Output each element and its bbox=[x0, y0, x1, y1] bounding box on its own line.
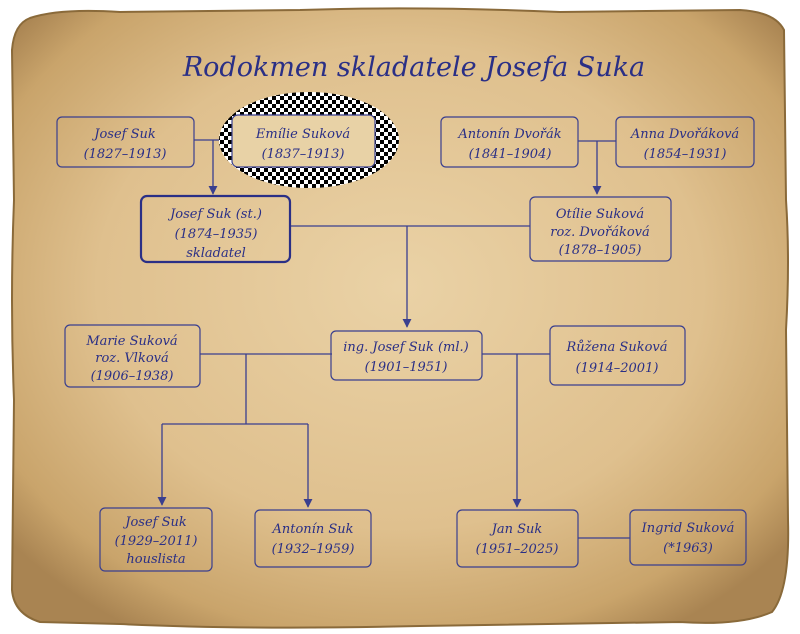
connector-lines bbox=[157, 139, 630, 539]
person-antonin-suk: Antonín Suk (1932–1959) bbox=[254, 509, 372, 568]
person-maiden-name: roz. Dvořáková bbox=[550, 225, 650, 240]
person-note: skladatel bbox=[186, 246, 246, 261]
person-note: houslista bbox=[126, 552, 185, 567]
person-name: Josef Suk bbox=[122, 515, 187, 530]
person-antonin-dvorak: Antonín Dvořák (1841–1904) bbox=[440, 116, 579, 168]
person-ingrid-sukova: Ingrid Suková (*1963) bbox=[629, 509, 747, 566]
person-josef-suk-1827: Josef Suk (1827–1913) bbox=[56, 116, 195, 168]
person-dates: (1827–1913) bbox=[84, 147, 167, 162]
person-emilie-sukova: Emílie Suková (1837–1913) bbox=[219, 92, 399, 188]
person-name: Antonín Dvořák bbox=[457, 127, 561, 142]
person-dates: (1951–2025) bbox=[476, 542, 559, 557]
person-otilie-sukova: Otílie Suková roz. Dvořáková (1878–1905) bbox=[529, 196, 672, 262]
person-anna-dvorakova: Anna Dvořáková (1854–1931) bbox=[615, 116, 755, 168]
person-maiden-name: roz. Vlková bbox=[95, 351, 169, 366]
person-name: Josef Suk bbox=[91, 127, 156, 142]
person-dates: (1914–2001) bbox=[576, 361, 659, 376]
person-name: Antonín Suk bbox=[271, 522, 353, 537]
person-dates: (1929–2011) bbox=[115, 534, 198, 549]
person-ruzena-sukova: Růžena Suková (1914–2001) bbox=[549, 325, 686, 386]
person-name: Růžena Suková bbox=[565, 339, 667, 355]
person-dates: (1874–1935) bbox=[175, 227, 258, 242]
diagram-title: Rodokmen skladatele Josefa Suka bbox=[182, 52, 645, 83]
person-name: Jan Suk bbox=[489, 522, 543, 537]
person-name: Ingrid Suková bbox=[641, 521, 735, 536]
person-name: Marie Suková bbox=[85, 334, 178, 349]
paper-background bbox=[10, 7, 790, 629]
person-dates: (1932–1959) bbox=[272, 542, 355, 557]
person-josef-suk-1929: Josef Suk (1929–2011) houslista bbox=[99, 507, 213, 572]
person-marie-sukova: Marie Suková roz. Vlková (1906–1938) bbox=[64, 324, 201, 388]
person-name: Emílie Suková bbox=[255, 127, 350, 142]
person-josef-suk-st: Josef Suk (st.) (1874–1935) skladatel bbox=[139, 194, 292, 264]
person-name: Josef Suk (st.) bbox=[167, 207, 262, 222]
person-dates: (1841–1904) bbox=[469, 147, 552, 162]
person-dates: (1906–1938) bbox=[91, 369, 174, 384]
person-dates: (1901–1951) bbox=[365, 360, 448, 375]
person-dates: (1837–1913) bbox=[262, 147, 345, 162]
person-dates: (1854–1931) bbox=[644, 147, 727, 162]
person-dates: (*1963) bbox=[663, 541, 713, 556]
person-name: Otílie Suková bbox=[556, 207, 645, 222]
person-jan-suk: Jan Suk (1951–2025) bbox=[456, 509, 579, 568]
person-dates: (1878–1905) bbox=[559, 243, 642, 258]
person-josef-suk-ml: ing. Josef Suk (ml.) (1901–1951) bbox=[330, 330, 483, 381]
person-name: ing. Josef Suk (ml.) bbox=[343, 340, 469, 355]
person-name: Anna Dvořáková bbox=[630, 127, 740, 142]
